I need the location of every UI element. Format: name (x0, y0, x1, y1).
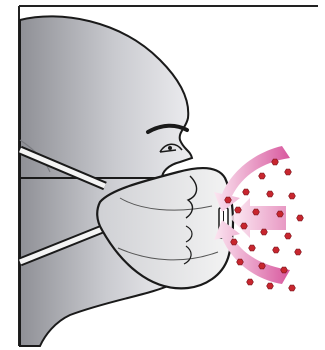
particle-icon (289, 285, 296, 291)
particle-icon (273, 247, 280, 253)
particle-icon (272, 159, 279, 165)
particle-icon (281, 267, 288, 273)
particle-icon (289, 193, 296, 199)
particle-icon (261, 229, 268, 235)
particle-icon (237, 259, 244, 265)
particle-icon (297, 215, 304, 221)
particle-icon (285, 169, 292, 175)
particle-icon (277, 211, 284, 217)
particle-icon (253, 209, 260, 215)
particle-icon (267, 283, 274, 289)
particle-icon (235, 207, 242, 213)
particle-icon (295, 249, 302, 255)
particle-icon (285, 233, 292, 239)
particle-icon (259, 263, 266, 269)
particle-icon (259, 173, 266, 179)
particle-icon (241, 223, 248, 229)
particle-icon (247, 279, 254, 285)
particle-icon (267, 191, 274, 197)
particle-icon (231, 239, 238, 245)
particle-icon (243, 189, 250, 195)
particle-icon (225, 197, 232, 203)
particle-icon (249, 245, 256, 251)
